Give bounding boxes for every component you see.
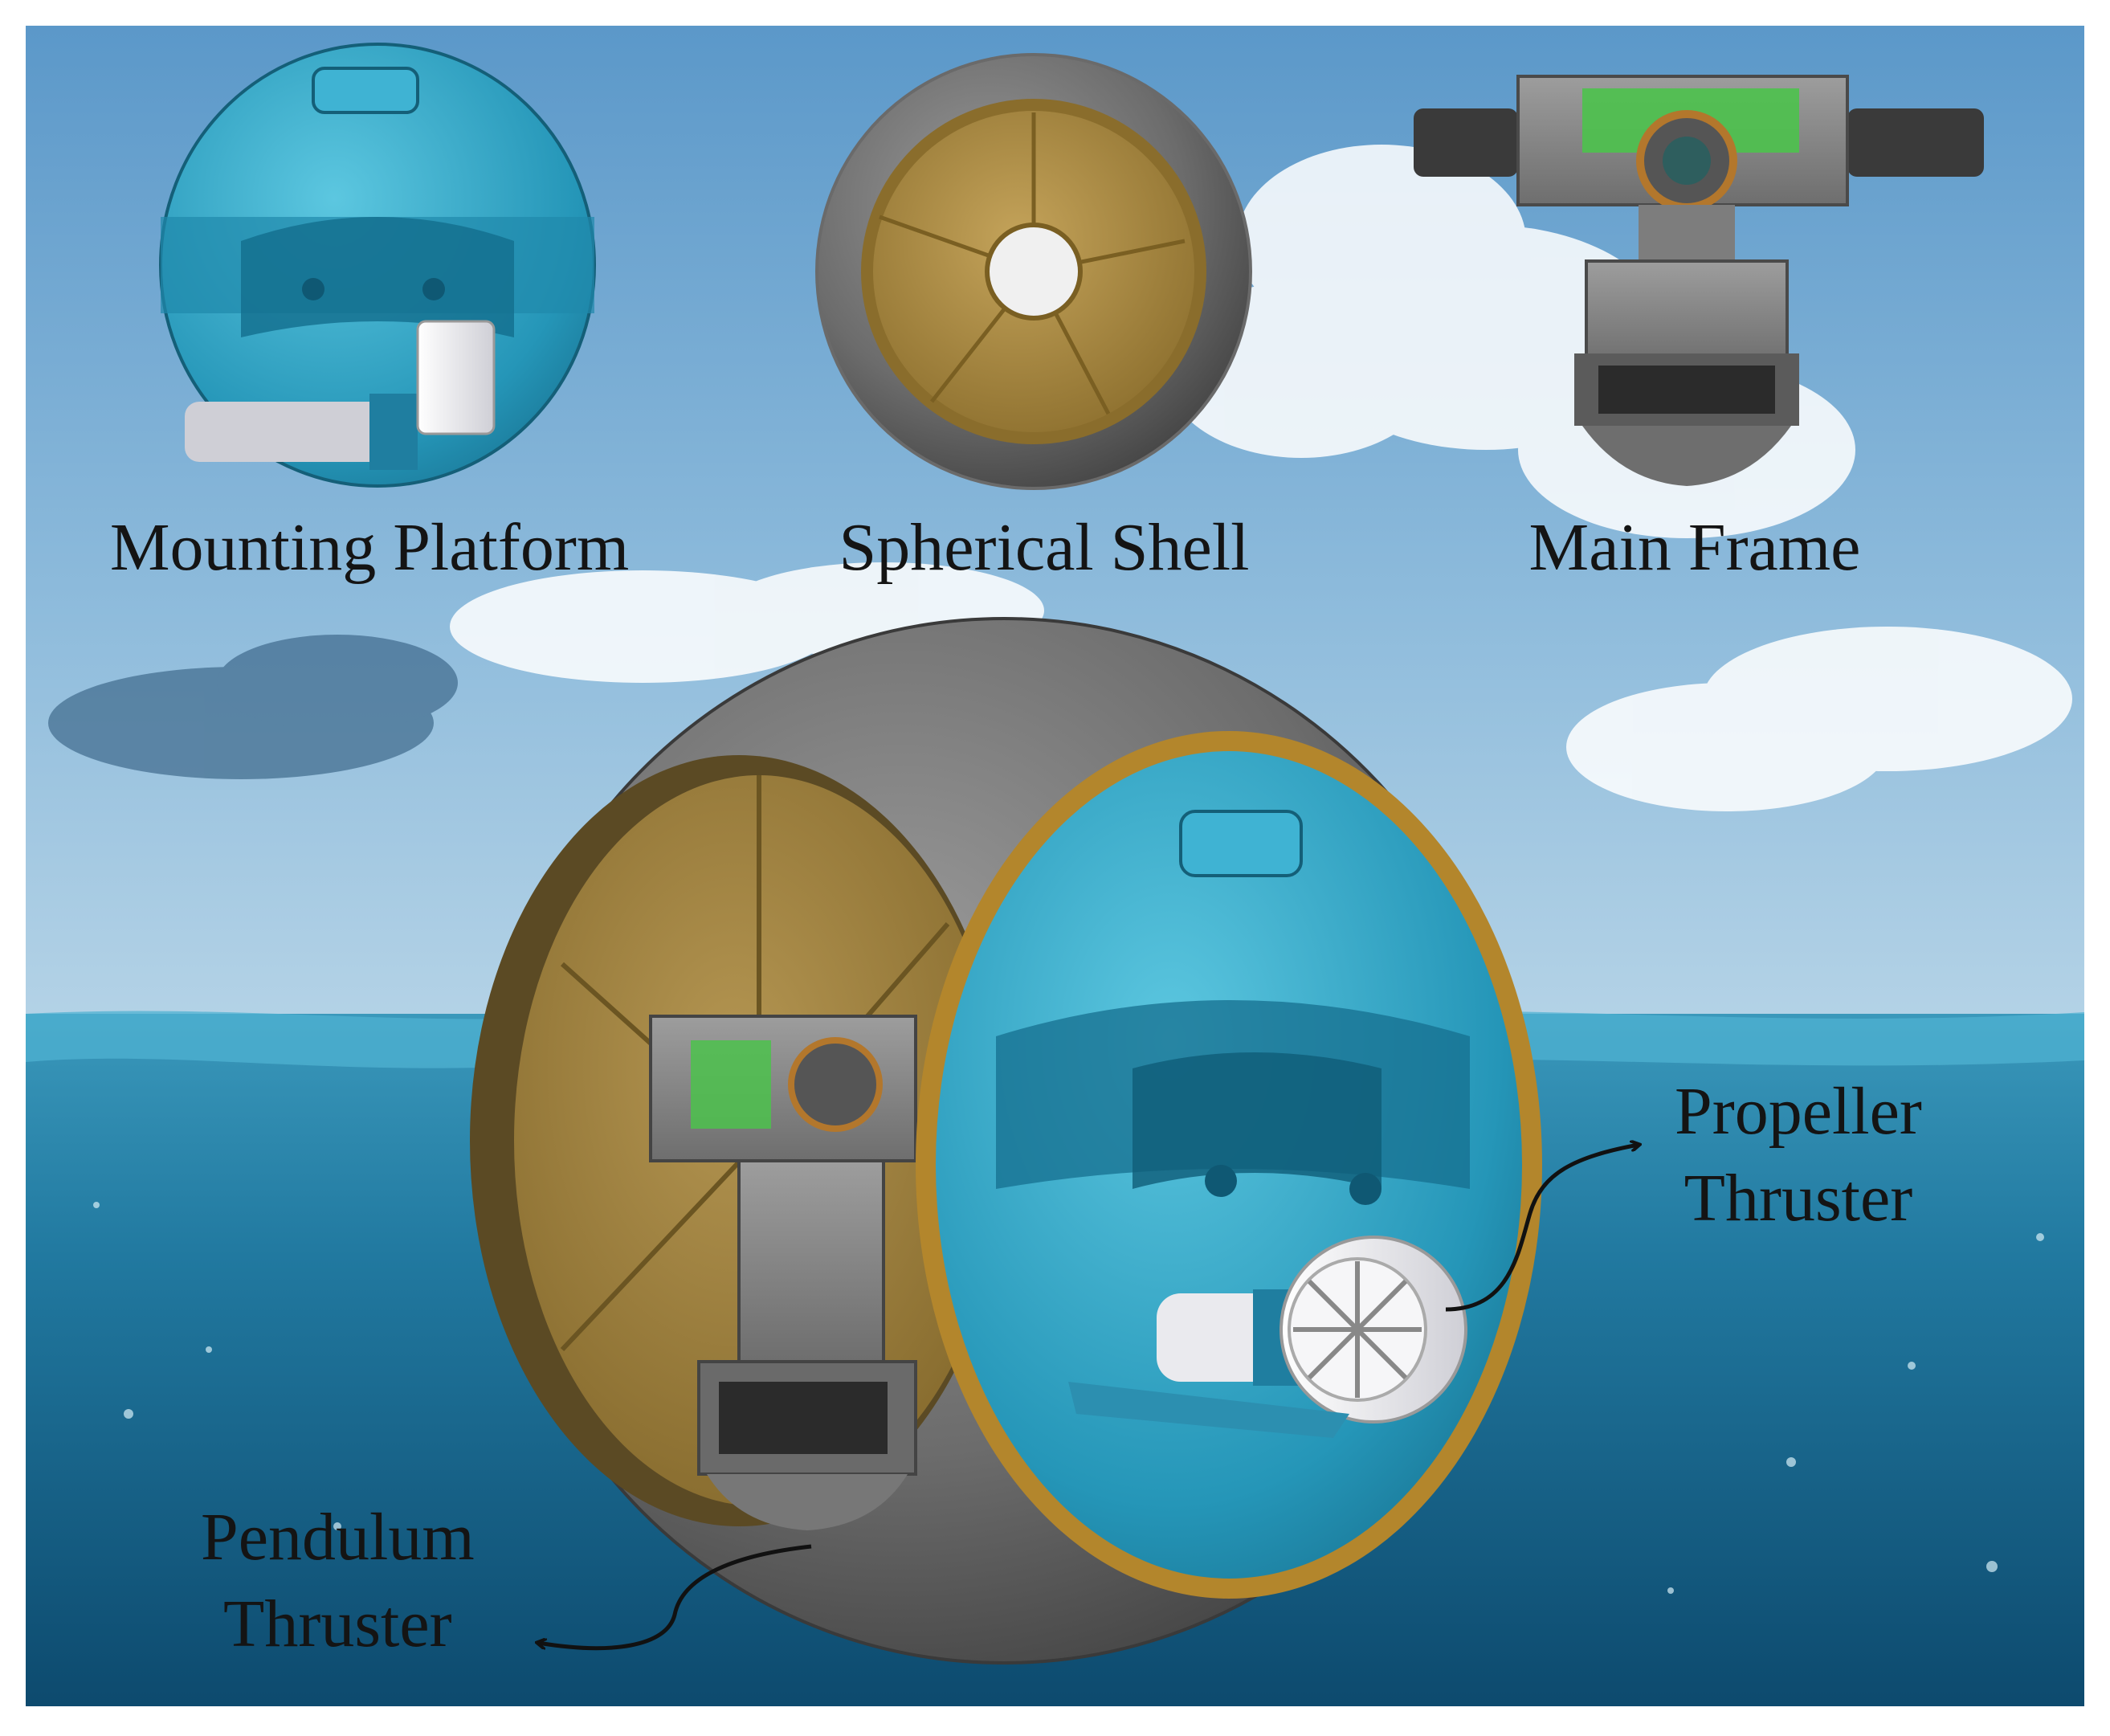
pendulum-thruster-label: Pendulum Thruster [201,1494,475,1667]
pendulum-label-line1: Pendulum [201,1500,475,1575]
propeller-label-line2: Thruster [1684,1160,1913,1236]
main-frame-label: Main Frame [1528,510,1861,585]
propeller-arrow [1445,1145,1639,1312]
mounting-platform-label: Mounting Platform [109,510,630,585]
propeller-thruster-label: Propeller Thruster [1675,1068,1922,1241]
pendulum-label-line2: Thruster [223,1586,452,1661]
main-frame-render [1414,75,1984,486]
spherical-shell-render [815,53,1252,490]
spherical-shell-label: Spherical Shell [839,510,1250,585]
propeller-label-line1: Propeller [1675,1074,1922,1149]
main-sphere-render [470,617,1542,1665]
bubbles [93,1202,2044,1594]
pendulum-arrow [538,1544,812,1651]
mounting-platform-render [159,43,596,488]
dark-cloud [48,635,458,779]
